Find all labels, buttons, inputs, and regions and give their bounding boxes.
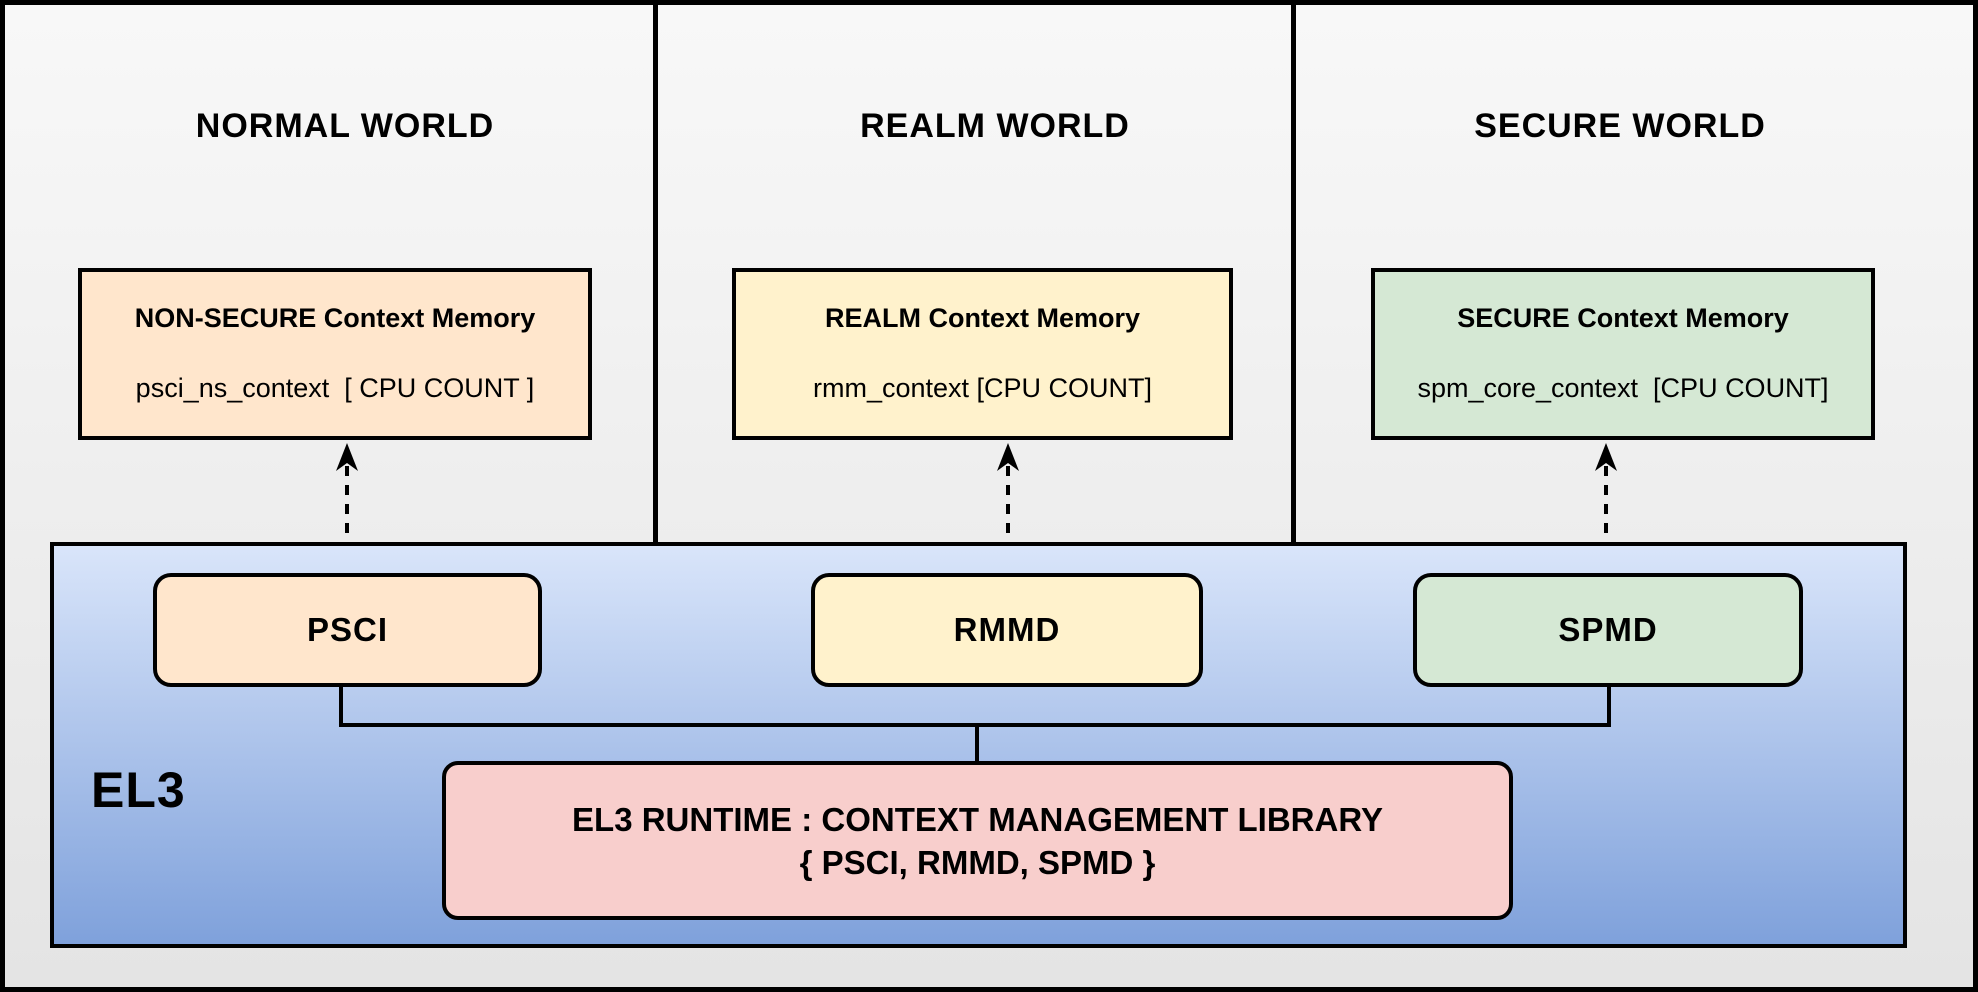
world-title-secure: SECURE WORLD: [1474, 107, 1766, 145]
nonsecure-context-memory-box: NON-SECURE Context Memory psci_ns_contex…: [78, 268, 592, 440]
el3-region-label: EL3: [91, 762, 186, 818]
connector-psci-drop: [339, 685, 343, 725]
secure-context-memory-box: SECURE Context Memory spm_core_context […: [1371, 268, 1875, 440]
nonsecure-context-memory-subtitle: psci_ns_context [ CPU COUNT ]: [135, 373, 535, 403]
nonsecure-context-memory-title: NON-SECURE Context Memory: [134, 303, 536, 333]
el3-runtime-library-line1: EL3 RUNTIME : CONTEXT MANAGEMENT LIBRARY: [572, 800, 1383, 838]
psci-box-label: PSCI: [306, 611, 389, 648]
connector-runtime-drop: [975, 725, 979, 763]
rmmd-box-label: RMMD: [953, 611, 1061, 648]
realm-context-memory-title: REALM Context Memory: [824, 303, 1141, 333]
rmmd-box: RMMD: [811, 573, 1203, 687]
world-divider-realm-secure: [1291, 5, 1296, 542]
world-title-normal: NORMAL WORLD: [195, 107, 495, 145]
connector-spmd-drop: [1607, 685, 1611, 725]
el3-runtime-library-box: EL3 RUNTIME : CONTEXT MANAGEMENT LIBRARY…: [442, 761, 1513, 920]
world-title-realm: REALM WORLD: [860, 107, 1130, 145]
psci-box: PSCI: [153, 573, 542, 687]
spmd-box-label: SPMD: [1558, 611, 1658, 648]
world-divider-normal-realm: [653, 5, 658, 542]
realm-context-memory-subtitle: rmm_context [CPU COUNT]: [812, 373, 1153, 403]
secure-context-memory-subtitle: spm_core_context [CPU COUNT]: [1417, 373, 1829, 403]
spmd-box: SPMD: [1413, 573, 1803, 687]
realm-context-memory-box: REALM Context Memory rmm_context [CPU CO…: [732, 268, 1233, 440]
el3-runtime-library-line2: { PSCI, RMMD, SPMD }: [799, 843, 1156, 881]
secure-context-memory-title: SECURE Context Memory: [1457, 303, 1789, 333]
